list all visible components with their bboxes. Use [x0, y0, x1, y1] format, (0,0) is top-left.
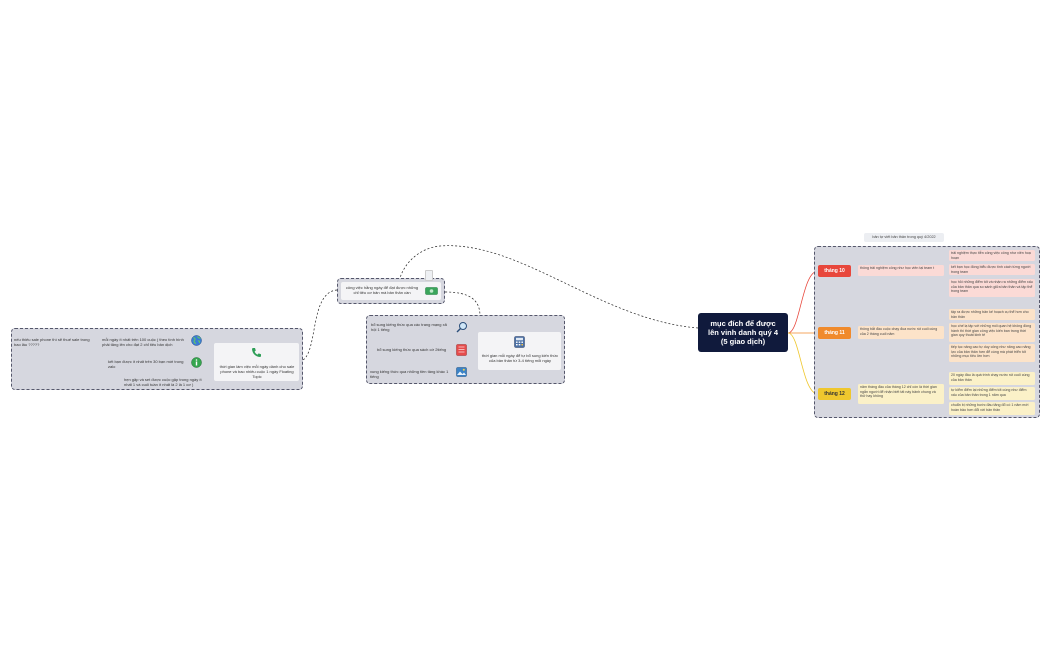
phone-icon: [252, 348, 261, 357]
left-item-2[interactable]: kết bạn được ít nhất trên 30 bạn mới tro…: [108, 359, 184, 369]
middle-top-tab: [425, 270, 433, 281]
month-october-summary[interactable]: thông trải nghiệm công như học viên tại …: [858, 265, 944, 276]
month-october-leaf-3[interactable]: học hỏi những điểm tốt và nhận ra những …: [949, 279, 1035, 297]
month-november-leaf-3[interactable]: tiếp tục nâng cao tự duy công như năng c…: [949, 344, 1035, 362]
info-icon: [191, 357, 202, 368]
middle-item-3[interactable]: xung kiếng thức qua những tiền tảng khác…: [370, 369, 449, 379]
month-december-leaf-3[interactable]: chuẩn bị những bước đầu tăng đổ có 1 năm…: [949, 402, 1035, 415]
photo-icon: [456, 367, 467, 377]
left-question[interactable]: nếu thiếu sale phone thì sẽ thuế sale tr…: [14, 337, 90, 347]
left-main-node-text: thời gian làm việc mỗi ngày dành cho sal…: [219, 364, 295, 379]
middle-top-node[interactable]: [341, 282, 441, 300]
money-icon: [425, 287, 438, 295]
globe-icon: [191, 335, 202, 346]
month-december-label[interactable]: tháng 12: [818, 388, 851, 400]
month-december-summary[interactable]: năm tháng đầu của tháng 12 chỉ còn là th…: [858, 384, 944, 404]
floating-note[interactable]: bản tự viết bản thân trong quý 4/2022: [864, 233, 944, 242]
month-october-label[interactable]: tháng 10: [818, 265, 851, 277]
central-topic[interactable]: mục đích để được lên vinh danh quý 4 (5 …: [698, 313, 788, 352]
middle-item-1[interactable]: bổ sung kiếng thức qua các trang mạng xã…: [371, 322, 447, 332]
notebook-icon: [456, 344, 467, 356]
middle-item-2[interactable]: bổ sung kiếng thức qua sách cớ 2tiếng: [377, 347, 447, 352]
month-november-leaf-1[interactable]: tập ra được những bản kế hoạch cụ thể hơ…: [949, 309, 1035, 320]
month-november-leaf-2[interactable]: học chế lạ tập với những mối quan hệ khô…: [949, 323, 1035, 342]
middle-main-node-text: thời gian mỗi ngày để tự bổ sung kiến th…: [481, 353, 559, 363]
left-main-node[interactable]: [214, 343, 299, 381]
month-december-leaf-2[interactable]: tự kiểm điểm lại những điểm tốt cùng như…: [949, 387, 1035, 400]
magnifier-icon: [456, 322, 467, 333]
month-october-leaf-2[interactable]: kết bạn học đồng biểu được tình cách từn…: [949, 264, 1035, 275]
left-item-1[interactable]: mỗi ngày ít nhất trên 100 cuộc ( theo tì…: [102, 337, 184, 347]
left-item-3[interactable]: hẹn gặp và set được cuộc gặp trong ngày …: [124, 377, 202, 387]
calculator-icon: [514, 336, 525, 348]
month-october-leaf-1[interactable]: trải nghiệm thực tiễn công việc công như…: [949, 250, 1035, 261]
month-november-label[interactable]: tháng 11: [818, 327, 851, 339]
month-november-summary[interactable]: thông bắt đầu cuộc chạy đua nước rút cuố…: [858, 326, 944, 339]
month-december-leaf-1[interactable]: 20 ngày đầu là quá trình chạy nước rút c…: [949, 372, 1035, 385]
middle-top-node-text: công việc hằng ngày để đạt được những ch…: [345, 285, 419, 295]
